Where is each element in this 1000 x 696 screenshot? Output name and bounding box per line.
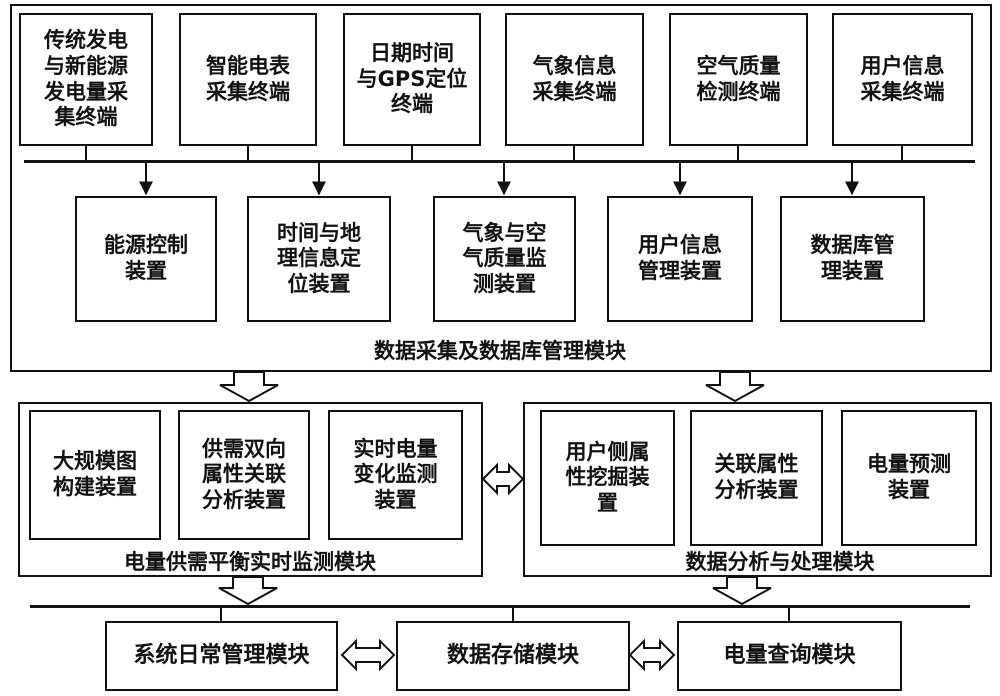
terminal-smart-meter: 智能电表 采集终端 [179, 13, 317, 146]
power-query-module: 电量查询模块 [677, 621, 902, 691]
device-database-management: 数据库管 理装置 [780, 196, 925, 322]
realtime-power-monitor-device: 实时电量 变化监测 装置 [328, 410, 463, 540]
collection-to-analysis-arrow [706, 372, 764, 401]
terminal-power-generation: 传统发电 与新能源 发电量采 集终端 [19, 13, 153, 146]
terminal-smart-meter-label: 智能电表 采集终端 [206, 54, 290, 105]
association-analysis-device: 关联属性 分析装置 [690, 410, 823, 546]
analysis-to-bus-arrow [713, 577, 771, 604]
realtime-power-monitor-device-label: 实时电量 变化监测 装置 [354, 437, 438, 514]
bottom-bus-line [30, 605, 970, 608]
terminal-weather: 气象信息 采集终端 [505, 13, 644, 146]
power-forecast-device-label: 电量预测 装置 [867, 452, 951, 503]
terminal-datetime-gps-label: 日期时间 与GPS定位 终端 [357, 41, 468, 118]
user-attribute-mining-device: 用户侧属 性挖掘装 置 [540, 410, 675, 546]
terminal-air-quality-label: 空气质量 检测终端 [697, 54, 781, 105]
terminal-user-info: 用户信息 采集终端 [832, 13, 973, 146]
data-storage-module-label: 数据存储模块 [447, 643, 579, 670]
user-attribute-mining-device-label: 用户侧属 性挖掘装 置 [566, 440, 650, 517]
data-storage-module: 数据存储模块 [396, 621, 630, 691]
daily-management-module: 系统日常管理模块 [105, 621, 338, 691]
daily-storage-double-arrow [342, 641, 394, 669]
storage-query-double-arrow [630, 641, 674, 669]
device-weather-air-monitor: 气象与空 气质量监 测装置 [433, 196, 576, 322]
terminal-air-quality: 空气质量 检测终端 [669, 13, 808, 146]
supply-demand-analysis-device: 供需双向 属性关联 分析装置 [178, 410, 310, 540]
graph-construction-device: 大规模图 构建装置 [29, 410, 161, 540]
power-query-module-label: 电量查询模块 [723, 643, 855, 670]
monitor-module-label: 电量供需平衡实时监测模块 [70, 549, 430, 575]
collection-module-label: 数据采集及数据库管理模块 [300, 338, 700, 364]
terminal-bus-line [24, 160, 975, 163]
device-time-geo-location: 时间与地 理信息定 位装置 [247, 196, 391, 322]
supply-demand-analysis-device-label: 供需双向 属性关联 分析装置 [202, 437, 286, 514]
device-time-geo-location-label: 时间与地 理信息定 位装置 [277, 221, 361, 298]
device-weather-air-monitor-label: 气象与空 气质量监 测装置 [463, 221, 547, 298]
device-user-info-management-label: 用户信息 管理装置 [638, 233, 722, 284]
power-forecast-device: 电量预测 装置 [841, 410, 977, 546]
terminal-power-generation-label: 传统发电 与新能源 发电量采 集终端 [44, 28, 128, 130]
terminal-user-info-label: 用户信息 采集终端 [861, 54, 945, 105]
monitor-analysis-double-arrow [483, 465, 523, 493]
collection-to-monitor-arrow [220, 372, 278, 401]
device-user-info-management: 用户信息 管理装置 [607, 196, 753, 322]
association-analysis-device-label: 关联属性 分析装置 [715, 452, 799, 503]
terminal-weather-label: 气象信息 采集终端 [533, 54, 617, 105]
daily-management-module-label: 系统日常管理模块 [133, 643, 309, 670]
terminal-datetime-gps: 日期时间 与GPS定位 终端 [343, 13, 481, 146]
monitor-to-bus-arrow [219, 577, 277, 604]
graph-construction-device-label: 大规模图 构建装置 [53, 449, 137, 500]
device-database-management-label: 数据库管 理装置 [811, 233, 895, 284]
device-energy-control-label: 能源控制 装置 [104, 233, 188, 284]
analysis-module-label: 数据分析与处理模块 [620, 549, 940, 575]
device-energy-control: 能源控制 装置 [75, 196, 217, 322]
